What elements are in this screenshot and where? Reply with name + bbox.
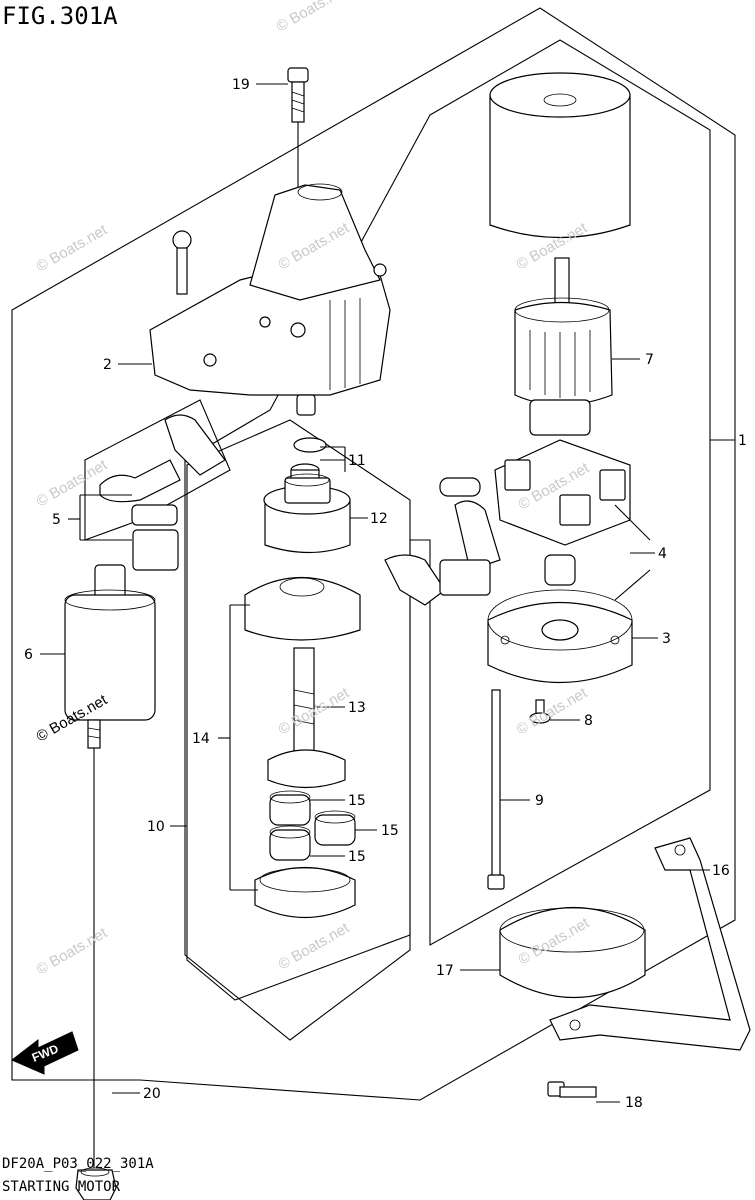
internal-gear-ring bbox=[254, 867, 356, 918]
part-13-shaft bbox=[267, 647, 346, 789]
callout-20: 20 bbox=[143, 1086, 161, 1102]
part-2-drive-housing bbox=[149, 183, 391, 396]
housing-bolt bbox=[172, 230, 192, 295]
callout-15-lower: 15 bbox=[348, 849, 366, 865]
part-4-brush-holder bbox=[439, 439, 631, 586]
callout-15-right: 15 bbox=[381, 823, 399, 839]
callout-6: 6 bbox=[24, 647, 33, 663]
part-17-band bbox=[499, 907, 646, 998]
part-19-bolt bbox=[287, 67, 309, 123]
part-8-screw bbox=[529, 699, 551, 724]
part-7-armature bbox=[514, 257, 613, 436]
watermark-2: © Boats.net bbox=[34, 221, 111, 275]
solenoid-group-boundary bbox=[84, 399, 231, 541]
callout-8: 8 bbox=[584, 713, 593, 729]
callout-13: 13 bbox=[348, 700, 366, 716]
callout-17: 17 bbox=[436, 963, 454, 979]
watermark-5: © Boats.net bbox=[34, 456, 111, 510]
motor-yoke bbox=[489, 72, 631, 239]
callout-2: 2 bbox=[103, 357, 112, 373]
fwd-arrow: FWD bbox=[11, 1031, 79, 1075]
callout-16: 16 bbox=[712, 863, 730, 879]
callout-12: 12 bbox=[370, 511, 388, 527]
callout-1: 1 bbox=[738, 433, 747, 449]
part-15-planetary-gears bbox=[269, 790, 356, 861]
callout-18: 18 bbox=[625, 1095, 643, 1111]
part-20-nut bbox=[75, 1167, 117, 1200]
watermark-8: © Boats.net bbox=[514, 684, 591, 738]
part-6-solenoid bbox=[64, 564, 156, 749]
watermark-9: © Boats.net bbox=[34, 924, 111, 978]
watermark-10: © Boats.net bbox=[276, 919, 353, 973]
part-3-end-frame bbox=[487, 589, 633, 683]
terminal-connector bbox=[384, 554, 491, 606]
watermark-1: © Boats.net bbox=[274, 0, 351, 35]
part-9-through-bolt bbox=[487, 689, 505, 890]
part-12-pinion-clutch bbox=[263, 473, 351, 554]
callout-3: 3 bbox=[662, 631, 671, 647]
callout-5: 5 bbox=[52, 512, 61, 528]
bushing bbox=[296, 394, 316, 416]
callout-10: 10 bbox=[147, 819, 165, 835]
callout-19: 19 bbox=[232, 77, 250, 93]
part-5-solenoid-contacts bbox=[99, 414, 226, 571]
pinion-subassembly-boundary bbox=[186, 419, 411, 1001]
callout-14: 14 bbox=[192, 731, 210, 747]
drive-end-plate bbox=[244, 576, 361, 641]
figure-name: STARTING MOTOR bbox=[2, 1179, 121, 1195]
figure-code: DF20A_P03_022_301A bbox=[2, 1156, 154, 1172]
part-18-bolt bbox=[547, 1081, 597, 1098]
callout-9: 9 bbox=[535, 793, 544, 809]
callout-4: 4 bbox=[658, 546, 667, 562]
callout-15-upper: 15 bbox=[348, 793, 366, 809]
figure-title: FIG.301A bbox=[2, 2, 118, 30]
leader-lines bbox=[40, 83, 735, 1103]
callout-7: 7 bbox=[645, 352, 654, 368]
callout-11: 11 bbox=[348, 453, 366, 469]
